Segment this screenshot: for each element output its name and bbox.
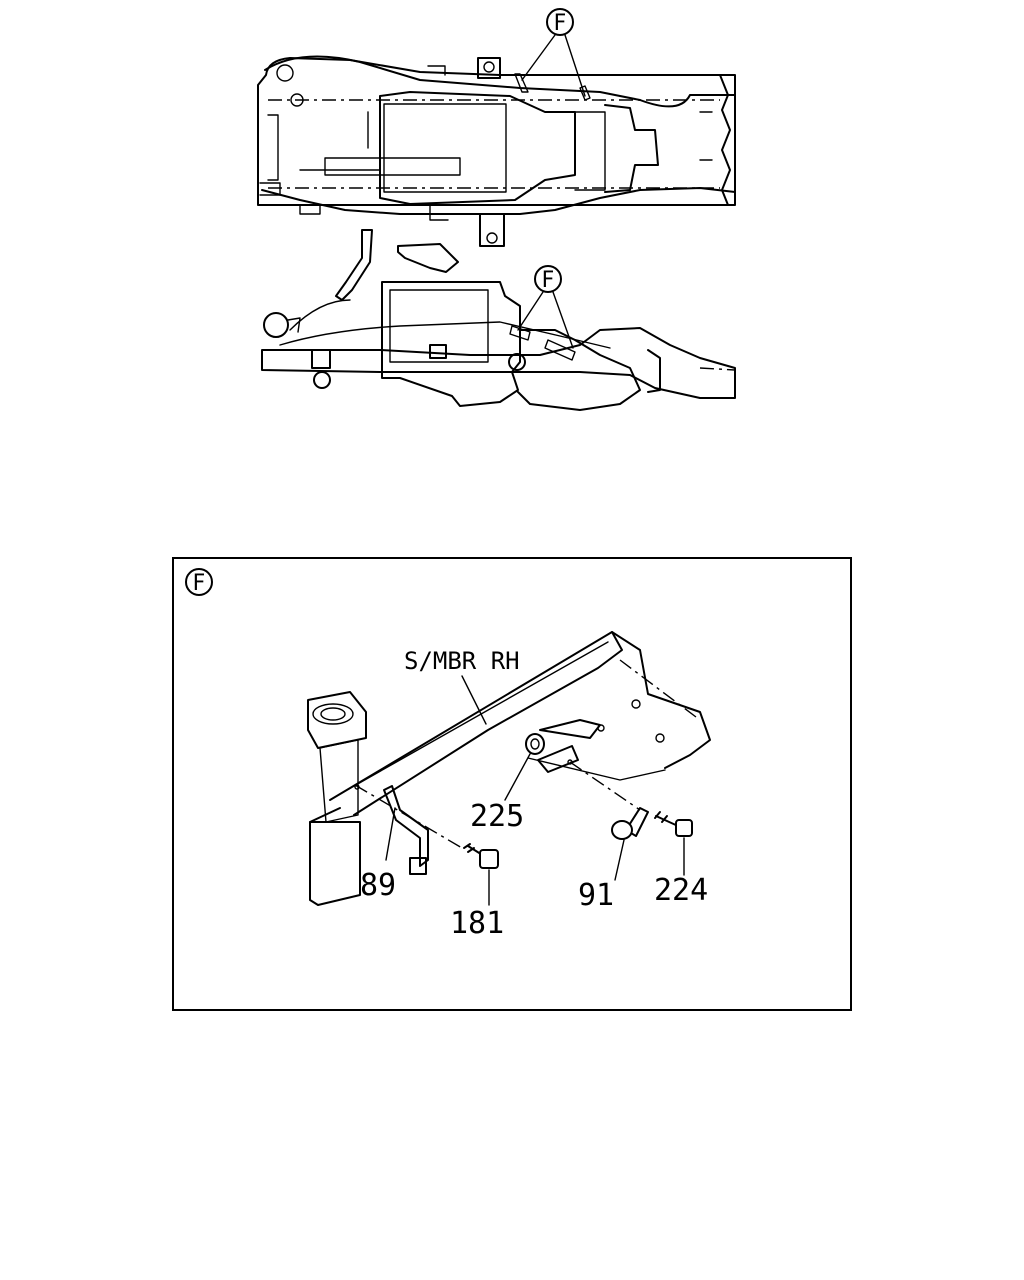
callout-f-detail: F	[185, 568, 213, 596]
part-number-224: 224	[654, 873, 708, 908]
callout-f-top: F	[521, 8, 586, 97]
part-number-91: 91	[578, 878, 614, 913]
part-number-181: 181	[450, 906, 504, 941]
side-member-drawing	[307, 631, 711, 906]
callout-f-label: F	[554, 11, 567, 36]
bolt-181	[463, 843, 499, 906]
clip-91	[611, 807, 649, 881]
chassis-side-view	[261, 229, 736, 411]
member-leader	[461, 675, 487, 725]
detail-frame	[172, 557, 852, 1011]
bracket-89	[383, 785, 429, 875]
callout-f-label: F	[193, 571, 206, 596]
bolt-224	[654, 811, 693, 876]
member-label: S/MBR RH	[404, 647, 520, 675]
nut-225	[504, 733, 545, 801]
chassis-top-view	[257, 55, 736, 247]
callout-f-middle: F	[517, 265, 574, 349]
part-number-225: 225	[470, 799, 524, 834]
part-number-89: 89	[360, 868, 396, 903]
callout-f-label: F	[542, 268, 555, 293]
